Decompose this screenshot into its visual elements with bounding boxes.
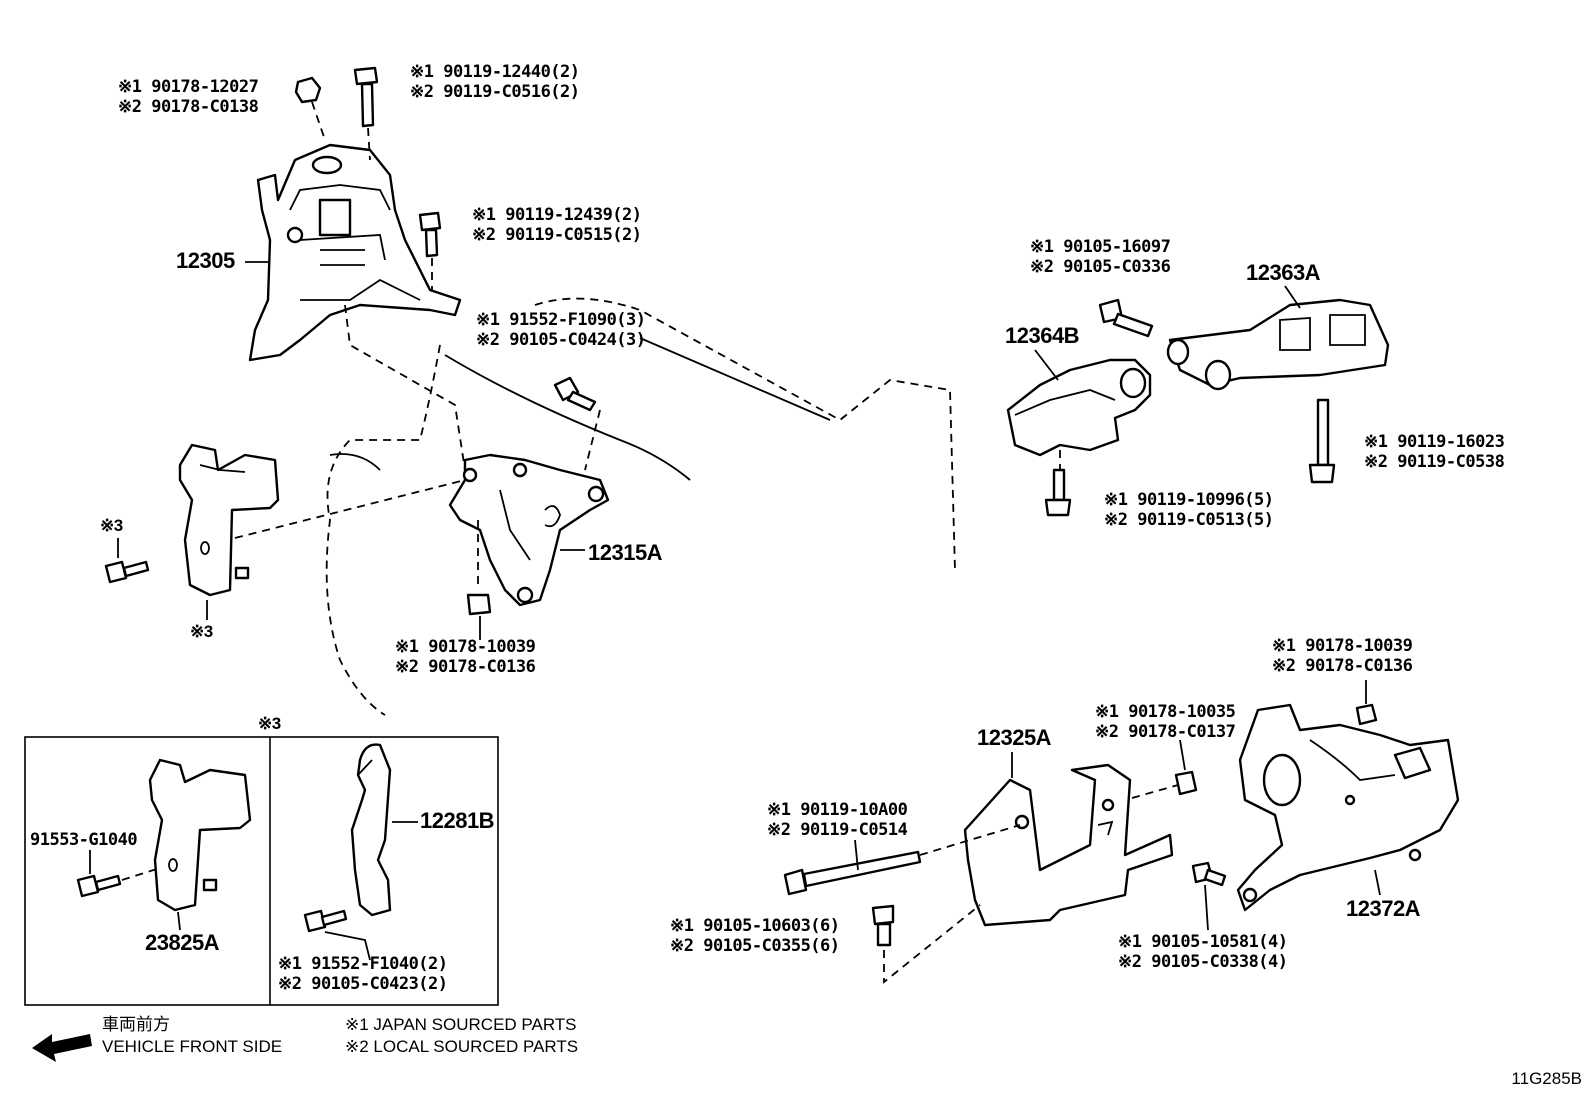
mount-12372A <box>1236 703 1460 912</box>
callout-line-1: ※1 90178-10035 <box>1095 702 1236 722</box>
callout-line-1: ※1 90119-10996(5) <box>1104 490 1274 510</box>
callout-line-1: ※1 90119-12439(2) <box>472 205 642 225</box>
bolt-icon <box>353 66 379 161</box>
callout-line-1: ※1 90178-10039 <box>1272 636 1413 656</box>
part-callout: ※1 90105-16097 ※2 90105-C0336 <box>1030 237 1171 277</box>
part-number-label: 12305 <box>176 248 235 273</box>
bolt-icon <box>418 211 442 290</box>
source-note-1: ※1 JAPAN SOURCED PARTS <box>345 1015 577 1034</box>
callout-line-2: ※2 90119-C0515(2) <box>472 225 642 245</box>
callout-line-2: ※2 90178-C0136 <box>1272 656 1413 676</box>
front-arrow-icon <box>32 1034 92 1062</box>
bolt-icon <box>553 376 597 412</box>
torque-rod-12363A <box>1166 298 1390 391</box>
callout-line-1: ※1 90178-12027 <box>118 77 259 97</box>
part-callout: ※1 90178-10039 ※2 90178-C0136 <box>395 637 536 677</box>
bolt-icon <box>104 560 150 584</box>
part-number-label: 12325A <box>977 725 1052 750</box>
bolt-icon <box>76 874 122 898</box>
part-callout: ※1 90119-10A00 ※2 90119-C0514 <box>767 800 908 840</box>
callout-line-2: ※2 90119-C0538 <box>1364 452 1505 472</box>
bolt-icon <box>783 850 922 896</box>
callout-line-2: ※2 90178-C0136 <box>395 657 536 677</box>
callout-line-2: ※2 90178-C0138 <box>118 97 259 117</box>
ref3-parts-box <box>24 736 499 1006</box>
part-callout: ※1 90119-16023 ※2 90119-C0538 <box>1364 432 1505 472</box>
part-callout: ※1 90178-10035 ※2 90178-C0137 <box>1095 702 1236 742</box>
callout-line-2: ※2 90178-C0137 <box>1095 722 1236 742</box>
part-number-label: 23825A <box>145 930 220 955</box>
ref-mark: ※3 <box>190 622 213 641</box>
ref-mark: ※3 <box>258 714 281 733</box>
part-callout: ※1 91552-F1090(3) ※2 90105-C0424(3) <box>476 310 646 350</box>
callout-line-1: ※1 90105-10581(4) <box>1118 932 1288 952</box>
callout-line-1: 91553-G1040 <box>30 830 138 850</box>
callout-line-2: ※2 90105-C0423(2) <box>278 974 448 994</box>
part-callout: ※1 90105-10581(4) ※2 90105-C0338(4) <box>1118 932 1288 972</box>
callout-line-2: ※2 90105-C0338(4) <box>1118 952 1288 972</box>
callout-line-2: ※2 90119-C0514 <box>767 820 908 840</box>
part-number-label: 12281B <box>420 808 495 833</box>
source-legend: ※1 JAPAN SOURCED PARTS ※2 LOCAL SOURCED … <box>345 1014 578 1058</box>
ref-mark: ※3 <box>100 516 123 535</box>
part-number-label: 12372A <box>1346 896 1421 921</box>
callout-line-1: ※1 90178-10039 <box>395 637 536 657</box>
bolt-icon <box>871 904 895 947</box>
part-number-label: 12315A <box>588 540 663 565</box>
callout-line-2: ※2 90105-C0355(6) <box>670 936 840 956</box>
nut-icon <box>1174 770 1198 796</box>
direction-en: VEHICLE FRONT SIDE <box>102 1037 283 1056</box>
mount-12364B <box>1006 358 1152 457</box>
bracket-12315A <box>448 453 610 607</box>
engine-mount-12305 <box>248 143 462 362</box>
bracket-12325A <box>963 763 1174 927</box>
part-callout: ※1 90105-10603(6) ※2 90105-C0355(6) <box>670 916 840 956</box>
callout-line-2: ※2 90119-C0516(2) <box>410 82 580 102</box>
bracket-ref3 <box>178 443 280 597</box>
part-callout: ※1 90178-10039 ※2 90178-C0136 <box>1272 636 1413 676</box>
part-number-label: 12364B <box>1005 323 1080 348</box>
bolt-icon <box>1191 861 1227 887</box>
source-note-2: ※2 LOCAL SOURCED PARTS <box>345 1037 579 1056</box>
callout-line-1: ※1 90119-10A00 <box>767 800 908 820</box>
nut-icon <box>294 76 326 141</box>
direction-jp: 車両前方 <box>102 1015 170 1034</box>
part-callout: ※1 90178-12027 ※2 90178-C0138 <box>118 77 259 117</box>
part-number-label: 12363A <box>1246 260 1321 285</box>
part-callout: 91553-G1040 <box>30 830 138 850</box>
nut-icon <box>1355 703 1378 726</box>
callout-line-2: ※2 90119-C0513(5) <box>1104 510 1274 530</box>
callout-line-1: ※1 90119-16023 <box>1364 432 1505 452</box>
part-callout: ※1 90119-10996(5) ※2 90119-C0513(5) <box>1104 490 1274 530</box>
engine-outline <box>325 297 956 716</box>
bolt-icon <box>303 909 348 933</box>
bracket-23825A <box>148 758 252 912</box>
direction-legend: 車両前方 VEHICLE FRONT SIDE <box>102 1014 282 1058</box>
callout-line-1: ※1 90105-16097 <box>1030 237 1171 257</box>
figure-code: 11G285B <box>1511 1069 1582 1088</box>
bracket-12281B <box>350 743 392 917</box>
part-callout: ※1 90119-12440(2) ※2 90119-C0516(2) <box>410 62 580 102</box>
bolt-icon <box>1098 298 1154 338</box>
part-callout: ※1 90119-12439(2) ※2 90119-C0515(2) <box>472 205 642 245</box>
callout-line-1: ※1 91552-F1090(3) <box>476 310 646 330</box>
callout-line-1: ※1 91552-F1040(2) <box>278 954 448 974</box>
callout-line-2: ※2 90105-C0424(3) <box>476 330 646 350</box>
nut-icon <box>466 520 492 640</box>
bolt-icon <box>1044 450 1072 517</box>
callout-line-2: ※2 90105-C0336 <box>1030 257 1171 277</box>
callout-line-1: ※1 90119-12440(2) <box>410 62 580 82</box>
part-callout: ※1 91552-F1040(2) ※2 90105-C0423(2) <box>278 954 448 994</box>
bolt-icon <box>1308 398 1336 484</box>
callout-line-1: ※1 90105-10603(6) <box>670 916 840 936</box>
